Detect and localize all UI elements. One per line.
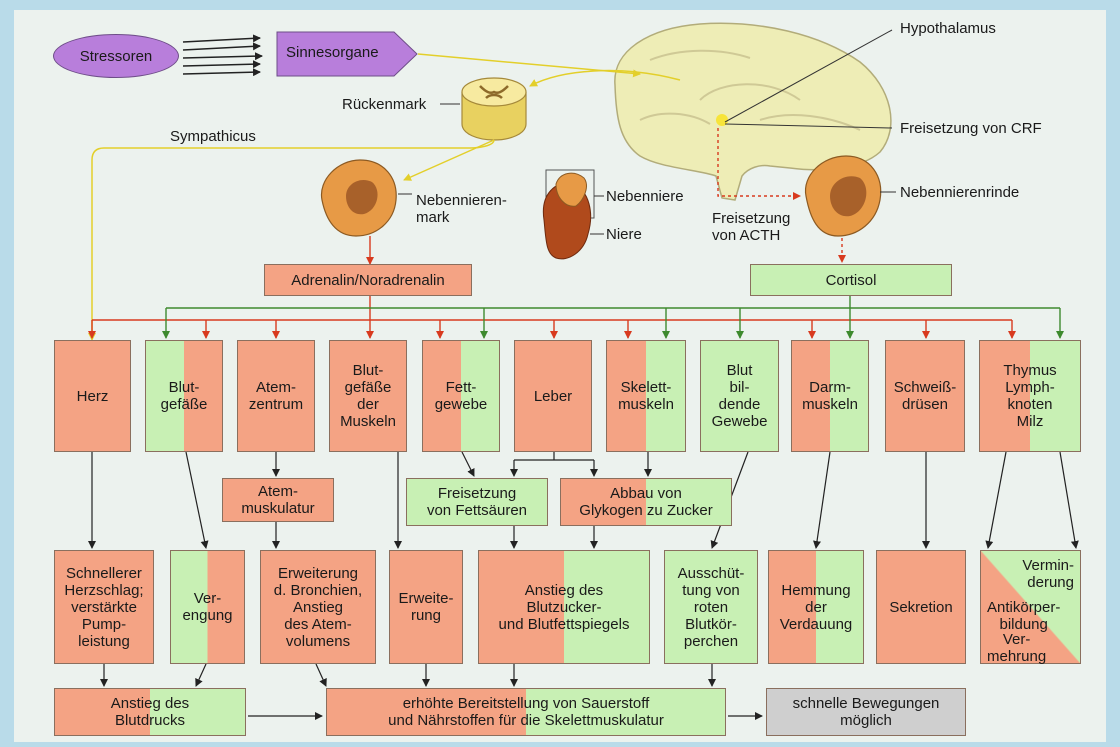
vermehrung-label: Ver- mehrung <box>987 631 1047 665</box>
adrenal-cortex-illustration <box>804 155 882 237</box>
sinnesorgane-label: Sinnesorgane <box>286 44 379 61</box>
bereitstellung-box: erhöhte Bereitstellung von Sauerstoff un… <box>326 688 726 736</box>
organ-herz: Herz <box>54 340 131 452</box>
verminderung-label: Vermin- derung <box>1022 557 1074 591</box>
stressoren-label: Stressoren <box>79 47 153 65</box>
effect-herzschlag: Schnellerer Herzschlag; verstärkte Pump-… <box>54 550 154 664</box>
stressor-arrows <box>182 34 263 77</box>
adrenal-medulla-illustration <box>320 159 397 237</box>
effect-immun: Vermin- derung Antikörper- bildung Ver- … <box>980 550 1081 665</box>
effect-blutzucker: Anstieg des Blutzucker- und Blutfettspie… <box>478 550 650 664</box>
adrenalin-box: Adrenalin/Noradrenalin <box>264 264 472 296</box>
organ-thymus-lymphknoten-milz: Thymus Lymph- knoten Milz <box>979 340 1081 452</box>
crf-label: Freisetzung von CRF <box>900 120 1042 137</box>
effect-bronchien: Erweiterung d. Bronchien, Anstieg des At… <box>260 550 376 664</box>
effect-rote-blutkoerperchen: Ausschüt- tung von roten Blutkör- perche… <box>664 550 758 664</box>
organ-fettgewebe: Fett- gewebe <box>422 340 500 452</box>
cortisol-box: Cortisol <box>750 264 952 296</box>
kidney-illustration <box>542 169 595 260</box>
organ-blutgefaesse: Blut- gefäße <box>145 340 223 452</box>
organ-atemzentrum: Atem- zentrum <box>237 340 315 452</box>
organ-leber: Leber <box>514 340 592 452</box>
acth-label: Freisetzung von ACTH <box>712 210 791 244</box>
organ-blutgefaesse-muskeln: Blut- gefäße der Muskeln <box>329 340 407 452</box>
fettsaeuren-box: Freisetzung von Fettsäuren <box>406 478 548 526</box>
nebenniere-label: Nebenniere <box>606 188 684 205</box>
effect-verengung: Ver- engung <box>170 550 245 664</box>
effect-verdauung: Hemmung der Verdauung <box>768 550 864 664</box>
nebennierenrinde-label: Nebennierenrinde <box>900 184 1020 201</box>
organ-blutbildende-gewebe: Blut bil- dende Gewebe <box>700 340 779 452</box>
effect-sekretion: Sekretion <box>876 550 966 664</box>
organ-schweissdruesen: Schweiß- drüsen <box>885 340 965 452</box>
atemmuskulatur-box: Atem- muskulatur <box>222 478 334 522</box>
nebennierenmark-label: Nebennieren- mark <box>416 192 507 226</box>
organ-darmmuskeln: Darm- muskeln <box>791 340 869 452</box>
crf-pointer <box>724 123 893 129</box>
hypothalamus-pointer <box>724 29 893 123</box>
sinnesorgane-shape <box>276 31 418 77</box>
sinnesorgane-node: Sinnesorgane <box>276 31 418 77</box>
hypothalamus-label: Hypothalamus <box>900 20 996 37</box>
niere-label: Niere <box>606 226 642 243</box>
effect-erweiterung: Erweite- rung <box>389 550 463 664</box>
rueckenmark-label: Rückenmark <box>342 96 427 113</box>
sympathicus-label: Sympathicus <box>170 128 256 145</box>
organ-skelettmuskeln: Skelett- muskeln <box>606 340 686 452</box>
antikoerper-label: Antikörper- bildung <box>987 599 1061 633</box>
spinal-cord-illustration <box>461 77 527 141</box>
glykogen-box: Abbau von Glykogen zu Zucker <box>560 478 732 526</box>
bewegungen-box: schnelle Bewegungen möglich <box>766 688 966 736</box>
stressoren-node: Stressoren <box>53 34 179 78</box>
blutdruck-box: Anstieg des Blutdrucks <box>54 688 246 736</box>
